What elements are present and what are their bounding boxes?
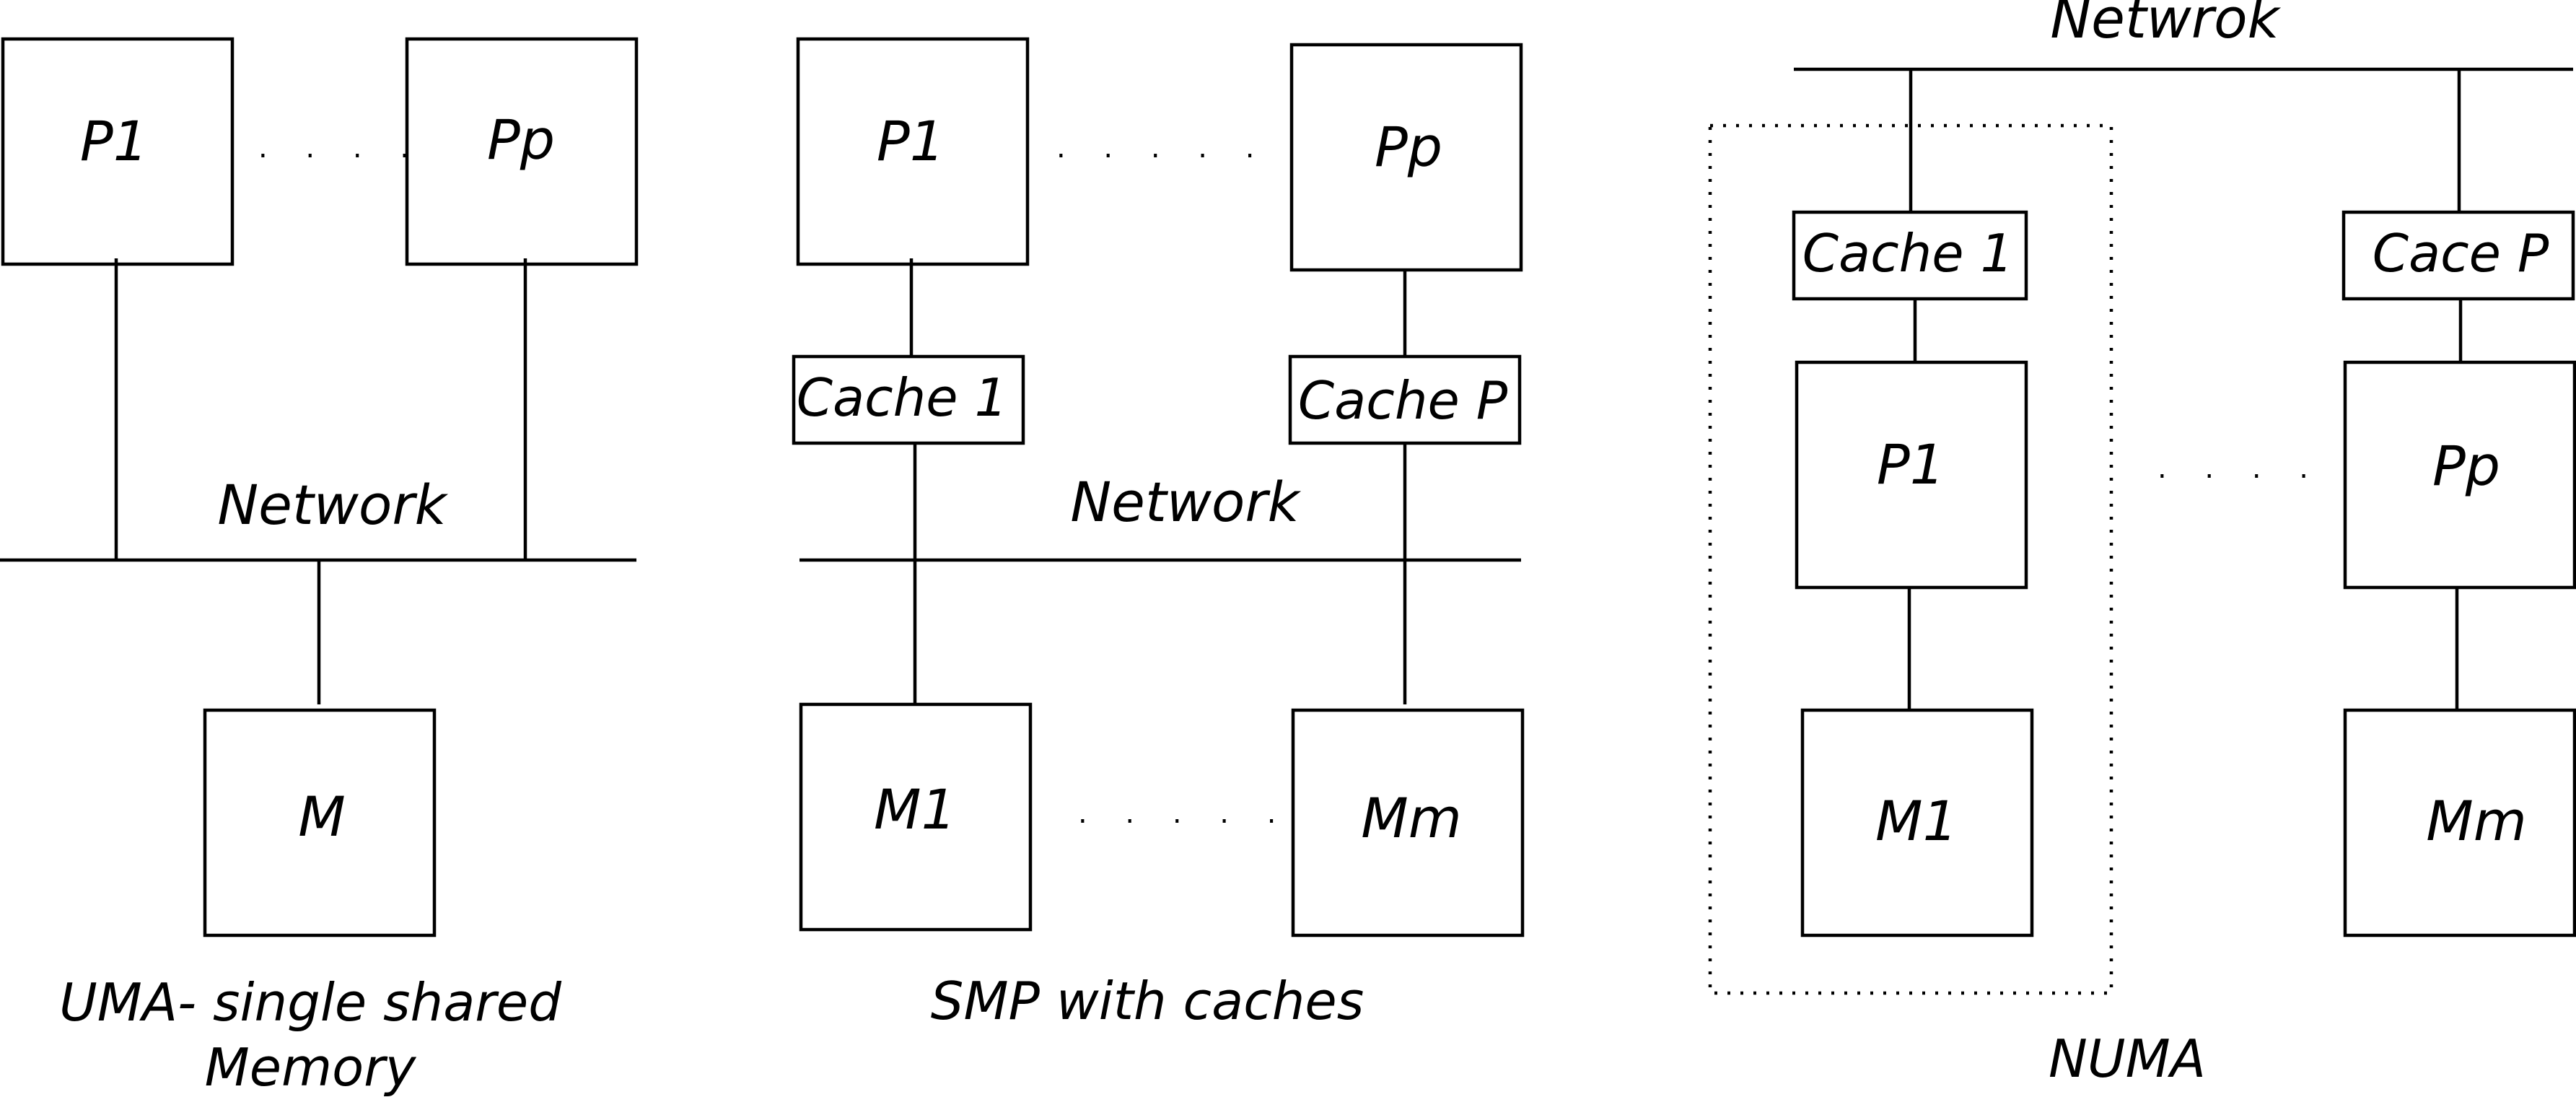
numa-network-label: Netwrok xyxy=(2050,0,2281,51)
uma-memory-label: M xyxy=(298,784,346,849)
smp-cache-1-box xyxy=(792,354,1025,445)
uma-processor-pp-label: Pp xyxy=(487,108,555,172)
numa-cache-1-label: Cache 1 xyxy=(1802,223,2014,284)
uma-caption-line-1: UMA- single shared xyxy=(59,972,562,1033)
smp-network-label: Network xyxy=(1070,470,1301,534)
uma-network-label: Network xyxy=(217,473,448,537)
numa-memory-m1-label: M1 xyxy=(1875,789,1958,853)
numa-node-ellipsis: . . . . xyxy=(2157,452,2323,485)
numa-processor-p1-label: P1 xyxy=(1877,432,1945,497)
numa-cache-p-label: Cace P xyxy=(2373,223,2549,284)
numa-cache-1-box xyxy=(1792,210,2028,301)
numa-cache-p-box xyxy=(2341,210,2575,301)
uma-processor-p1-label: P1 xyxy=(80,109,148,173)
numa-processor-p1-box xyxy=(1795,360,2028,590)
numa-caption: NUMA xyxy=(2049,1028,2206,1089)
smp-memory-m1-label: M1 xyxy=(874,777,956,842)
smp-memory-mm-box xyxy=(1291,708,1525,938)
numa-node-boundary xyxy=(1708,123,2113,995)
smp-processor-pp-box xyxy=(1289,43,1523,272)
numa-memory-m1-box xyxy=(1800,708,2034,938)
smp-processor-p1-box xyxy=(796,37,1030,266)
smp-diagram: P1 . . . . . . . . Pp Cache 1 Cache P Ne… xyxy=(792,37,1525,1031)
smp-memory-mm-label: Mm xyxy=(1361,786,1462,850)
uma-memory-box xyxy=(203,708,437,938)
numa-memory-mm-box xyxy=(2343,708,2576,938)
uma-processor-ellipsis: . . . . xyxy=(258,131,424,165)
smp-cache-p-label: Cache P xyxy=(1298,370,1508,431)
smp-cache-p-box xyxy=(1288,354,1522,445)
uma-caption-line-2: Memory xyxy=(205,1037,417,1097)
numa-memory-mm-label: Mm xyxy=(2426,789,2527,853)
uma-diagram: P1 . . . . Pp Network M UMA- single shar… xyxy=(0,37,639,1097)
smp-memory-m1-box xyxy=(799,702,1033,932)
smp-cache-1-label: Cache 1 xyxy=(797,367,1008,428)
uma-processor-pp-box xyxy=(405,37,639,266)
numa-processor-pp-label: Pp xyxy=(2432,434,2500,498)
smp-processor-pp-label: Pp xyxy=(1375,115,1442,179)
smp-processor-p1-label: P1 xyxy=(877,109,945,173)
uma-processor-p1-box xyxy=(1,37,235,266)
numa-diagram: Netwrok Cache 1 Cace P P1 . . . . Pp M1 … xyxy=(1708,0,2576,1089)
smp-caption: SMP with caches xyxy=(931,971,1364,1031)
numa-processor-pp-box xyxy=(2343,360,2576,590)
